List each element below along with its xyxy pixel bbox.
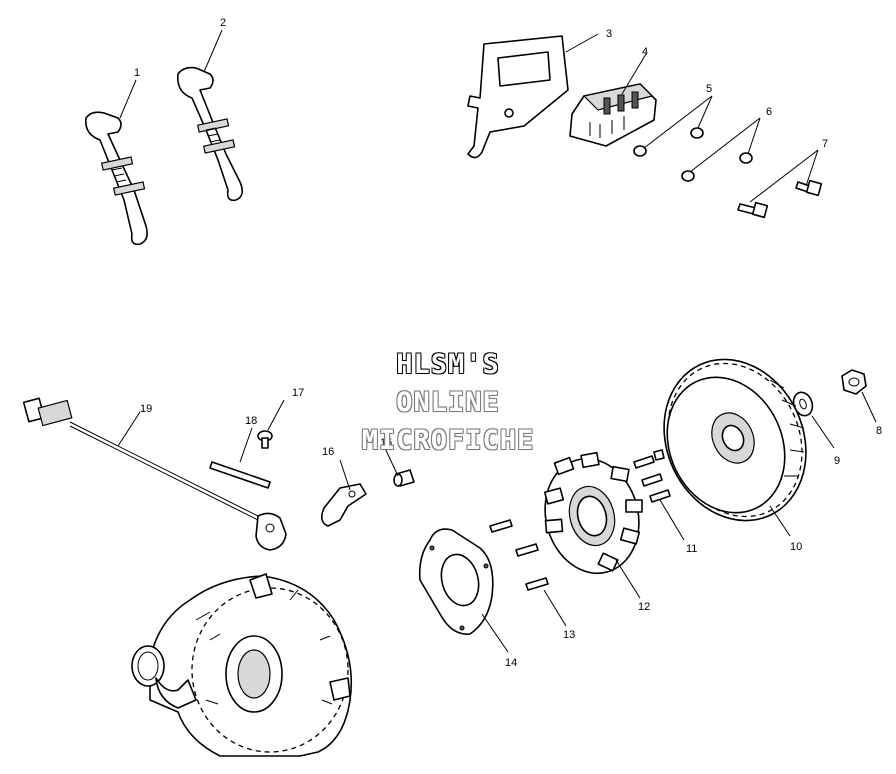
callout-2: 2 [220, 17, 226, 29]
callout-15: 15 [380, 437, 392, 449]
callout-3: 3 [606, 28, 612, 40]
part-14-stator-plate[interactable] [418, 528, 494, 635]
part-1-spark-plug-lead[interactable] [84, 111, 148, 246]
callout-10: 10 [790, 541, 802, 553]
part-7-bolt[interactable] [737, 179, 823, 219]
callout-11: 11 [686, 543, 697, 555]
callout-5: 5 [706, 83, 712, 95]
callout-13: 13 [563, 629, 575, 641]
callout-14: 14 [505, 657, 517, 669]
part-18-cable-tie[interactable] [209, 461, 271, 489]
part-4-regulator[interactable] [569, 83, 657, 147]
crankcase-housing [131, 573, 353, 757]
part-13-screw[interactable] [489, 519, 549, 591]
part-19-trigger-sensor[interactable] [22, 397, 287, 551]
callout-7: 7 [822, 138, 828, 150]
callout-labels: 1 2 3 4 5 6 7 8 9 10 11 12 13 14 15 16 1… [134, 17, 882, 669]
part-10-flywheel[interactable] [638, 336, 831, 544]
watermark-line-2: ONLINE [396, 387, 500, 418]
callout-1: 1 [134, 67, 140, 79]
part-11-bolt[interactable] [633, 449, 671, 503]
leader-lines [117, 29, 877, 653]
callout-18: 18 [245, 415, 257, 427]
part-15-screw[interactable] [393, 469, 415, 487]
part-8-flywheel-nut[interactable] [841, 369, 867, 395]
callout-8: 8 [876, 425, 882, 437]
part-16-bracket[interactable] [320, 483, 367, 527]
part-2-spark-plug-lead[interactable] [176, 66, 244, 202]
part-12-stator[interactable] [533, 448, 652, 584]
part-5-washer[interactable] [633, 127, 704, 157]
watermark-line-3: MICROFICHE [361, 425, 535, 456]
part-17-screw[interactable] [257, 430, 273, 449]
callout-4: 4 [642, 46, 648, 58]
watermark-line-1: HLSM'S [396, 349, 500, 380]
part-6-nut[interactable] [681, 152, 753, 182]
callout-17: 17 [292, 387, 304, 399]
part-3-mounting-plate[interactable] [467, 35, 569, 159]
callout-19: 19 [140, 403, 152, 415]
callout-6: 6 [766, 106, 772, 118]
callout-16: 16 [322, 446, 334, 458]
part-9-washer[interactable] [790, 390, 815, 419]
callout-9: 9 [834, 455, 840, 467]
callout-12: 12 [638, 601, 650, 613]
